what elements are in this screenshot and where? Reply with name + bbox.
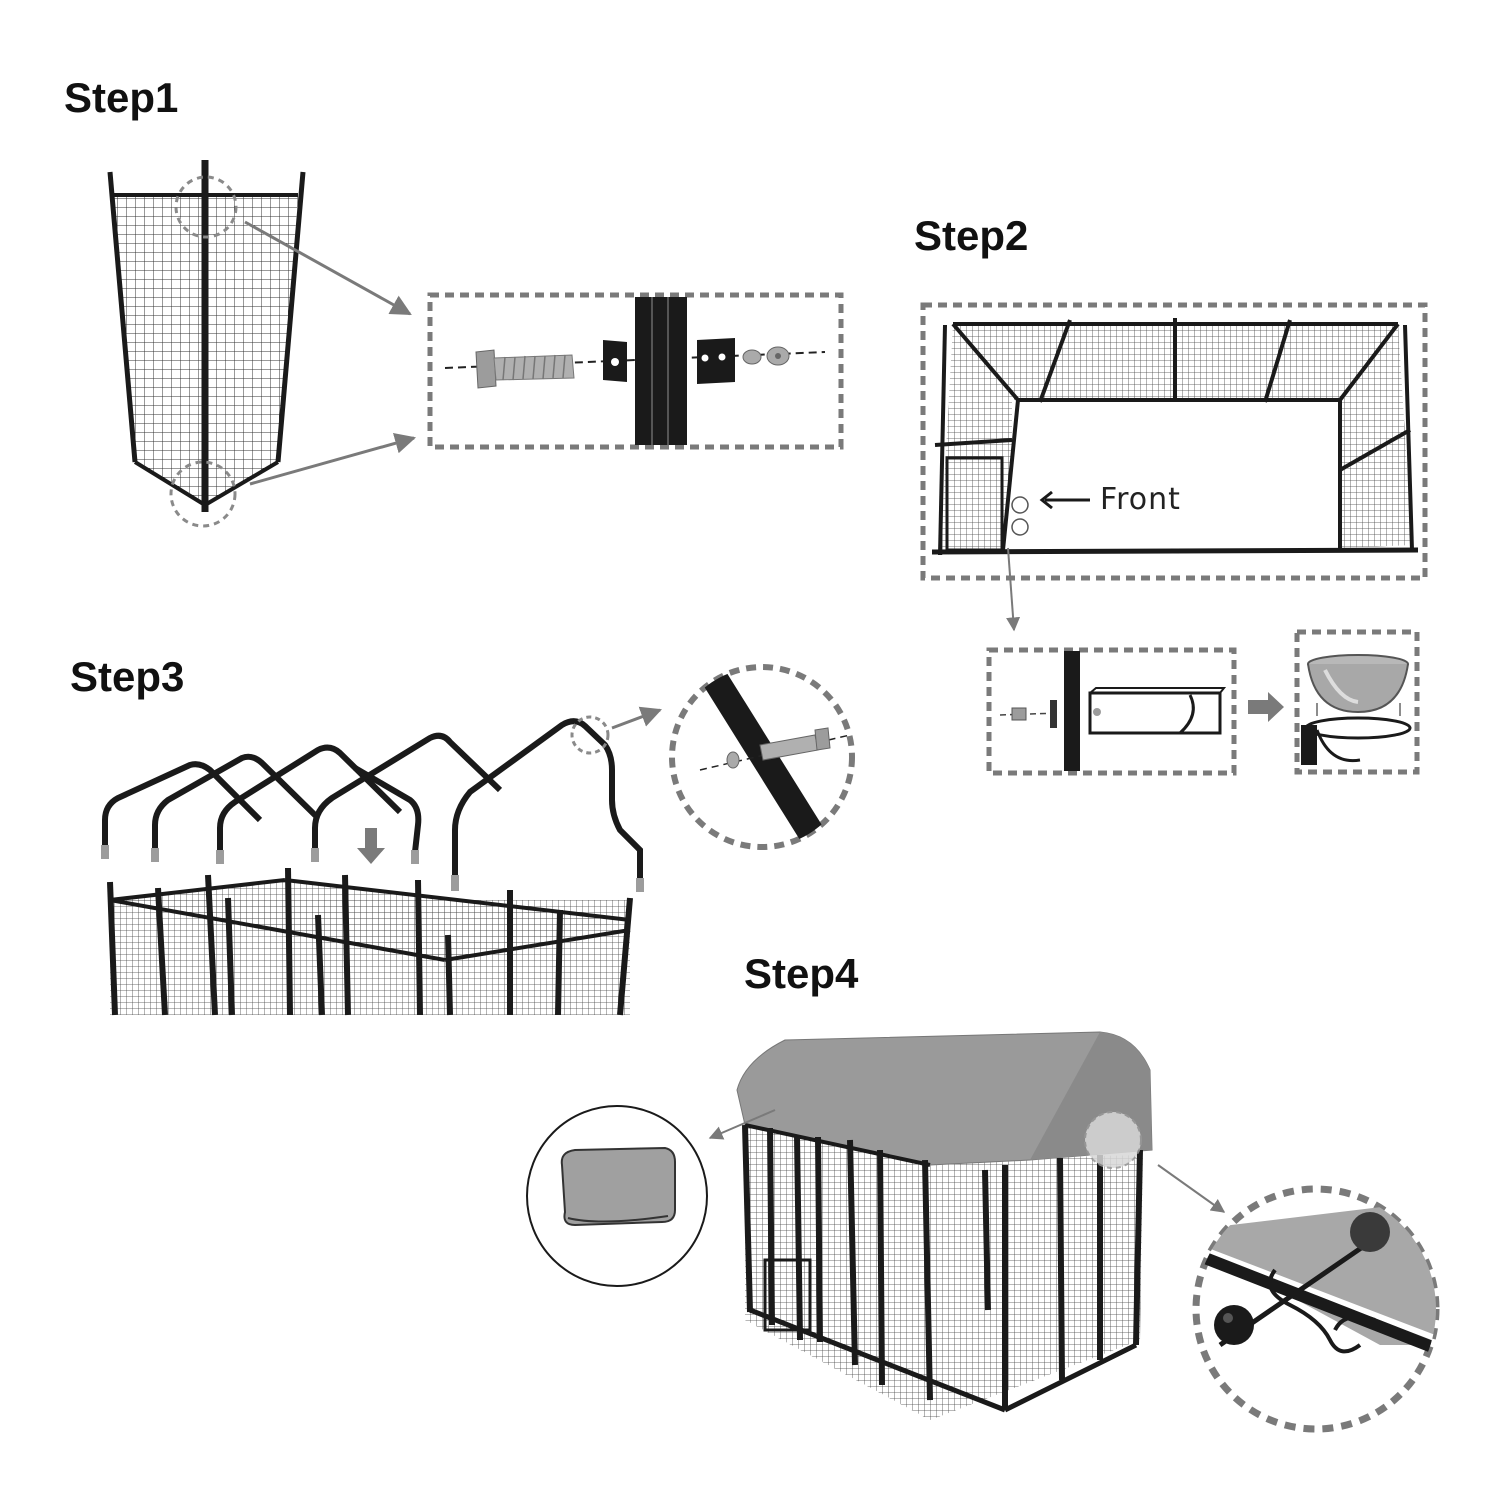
step4-title: Step4 (744, 950, 859, 997)
step1-title: Step1 (64, 74, 179, 121)
arrow-icon (249, 432, 417, 486)
step4-hook-detail (1192, 1185, 1440, 1433)
bowl-icon (1307, 654, 1409, 714)
front-label: Front (1100, 482, 1181, 517)
hook-icon (1268, 1268, 1376, 1354)
step2-frame-box (920, 302, 1428, 632)
step3-roof-arches (102, 718, 643, 882)
step2-title: Step2 (914, 212, 1029, 259)
down-arrow-icon (357, 828, 385, 864)
step1-panel-corner (107, 160, 417, 528)
step2-bowl-box (1294, 629, 1420, 775)
step3-title: Step3 (70, 653, 185, 700)
bolt-icon (759, 727, 831, 761)
roof-bag-icon (560, 1146, 676, 1227)
bolt-icon (475, 349, 575, 389)
step4-kennel (708, 1031, 1226, 1420)
step2-bowl-holder-box (986, 647, 1284, 776)
step3-arch-tips (101, 845, 644, 892)
step3-kennel-base (107, 867, 633, 1016)
step3-bolt-detail (570, 664, 855, 850)
step4-bag-detail (526, 1105, 708, 1287)
step1-bolt-detail-box (427, 292, 844, 450)
arrow-icon (244, 220, 412, 316)
arrow-icon (1248, 692, 1284, 722)
